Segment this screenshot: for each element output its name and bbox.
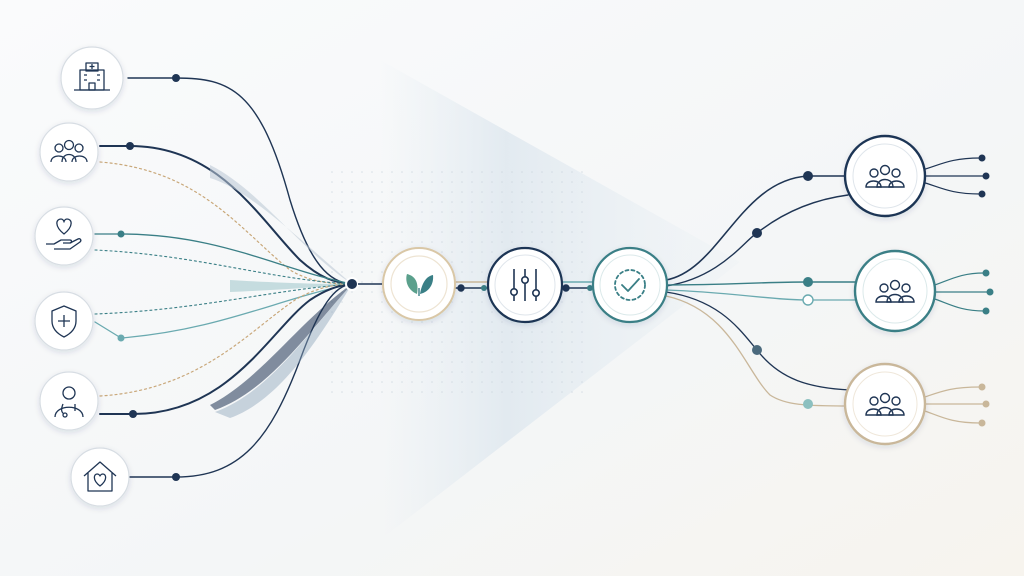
source-node-home <box>70 447 130 507</box>
flow-doctor-dotted <box>99 283 353 397</box>
flow-out-2 <box>665 281 859 286</box>
convergence-node <box>345 277 359 291</box>
community-icon <box>50 139 88 163</box>
pipeline-node-sliders <box>486 246 564 324</box>
check-circle-icon <box>614 269 646 301</box>
flow-doctor <box>99 283 353 415</box>
output-dots <box>752 171 814 409</box>
group-icon <box>875 279 915 303</box>
flow-shield <box>94 283 353 339</box>
source-flows <box>94 77 353 478</box>
ribbon-lower <box>210 284 352 410</box>
flow-home <box>127 283 353 478</box>
ribbon-mid <box>230 280 352 292</box>
health-shield-icon <box>51 305 77 338</box>
source-node-caring <box>34 206 94 266</box>
group-icon <box>865 392 905 416</box>
pipeline-connectors <box>358 281 596 292</box>
caring-hand-icon <box>46 218 82 250</box>
flow-out-1 <box>665 175 849 281</box>
pipeline-node-leaf <box>382 247 456 321</box>
source-dots <box>117 74 180 481</box>
outcome-node-sand <box>843 362 927 446</box>
source-node-community <box>39 122 99 182</box>
home-care-icon <box>83 461 117 492</box>
flow-hospital <box>127 77 353 285</box>
outcome-node-teal <box>853 249 937 333</box>
flow-caring <box>94 233 353 285</box>
leaf-icon <box>406 274 434 296</box>
group-icon <box>865 164 905 188</box>
source-node-hospital <box>60 46 124 110</box>
source-node-shield <box>34 291 94 351</box>
hospital-icon <box>74 62 110 91</box>
outcome-fanouts <box>921 154 994 427</box>
doctor-icon <box>54 386 84 418</box>
outcome-node-navy <box>843 134 927 218</box>
source-node-doctor <box>39 371 99 431</box>
pipeline-node-check <box>591 246 669 324</box>
sliders-icon <box>510 269 541 301</box>
ribbon-upper <box>210 165 352 284</box>
